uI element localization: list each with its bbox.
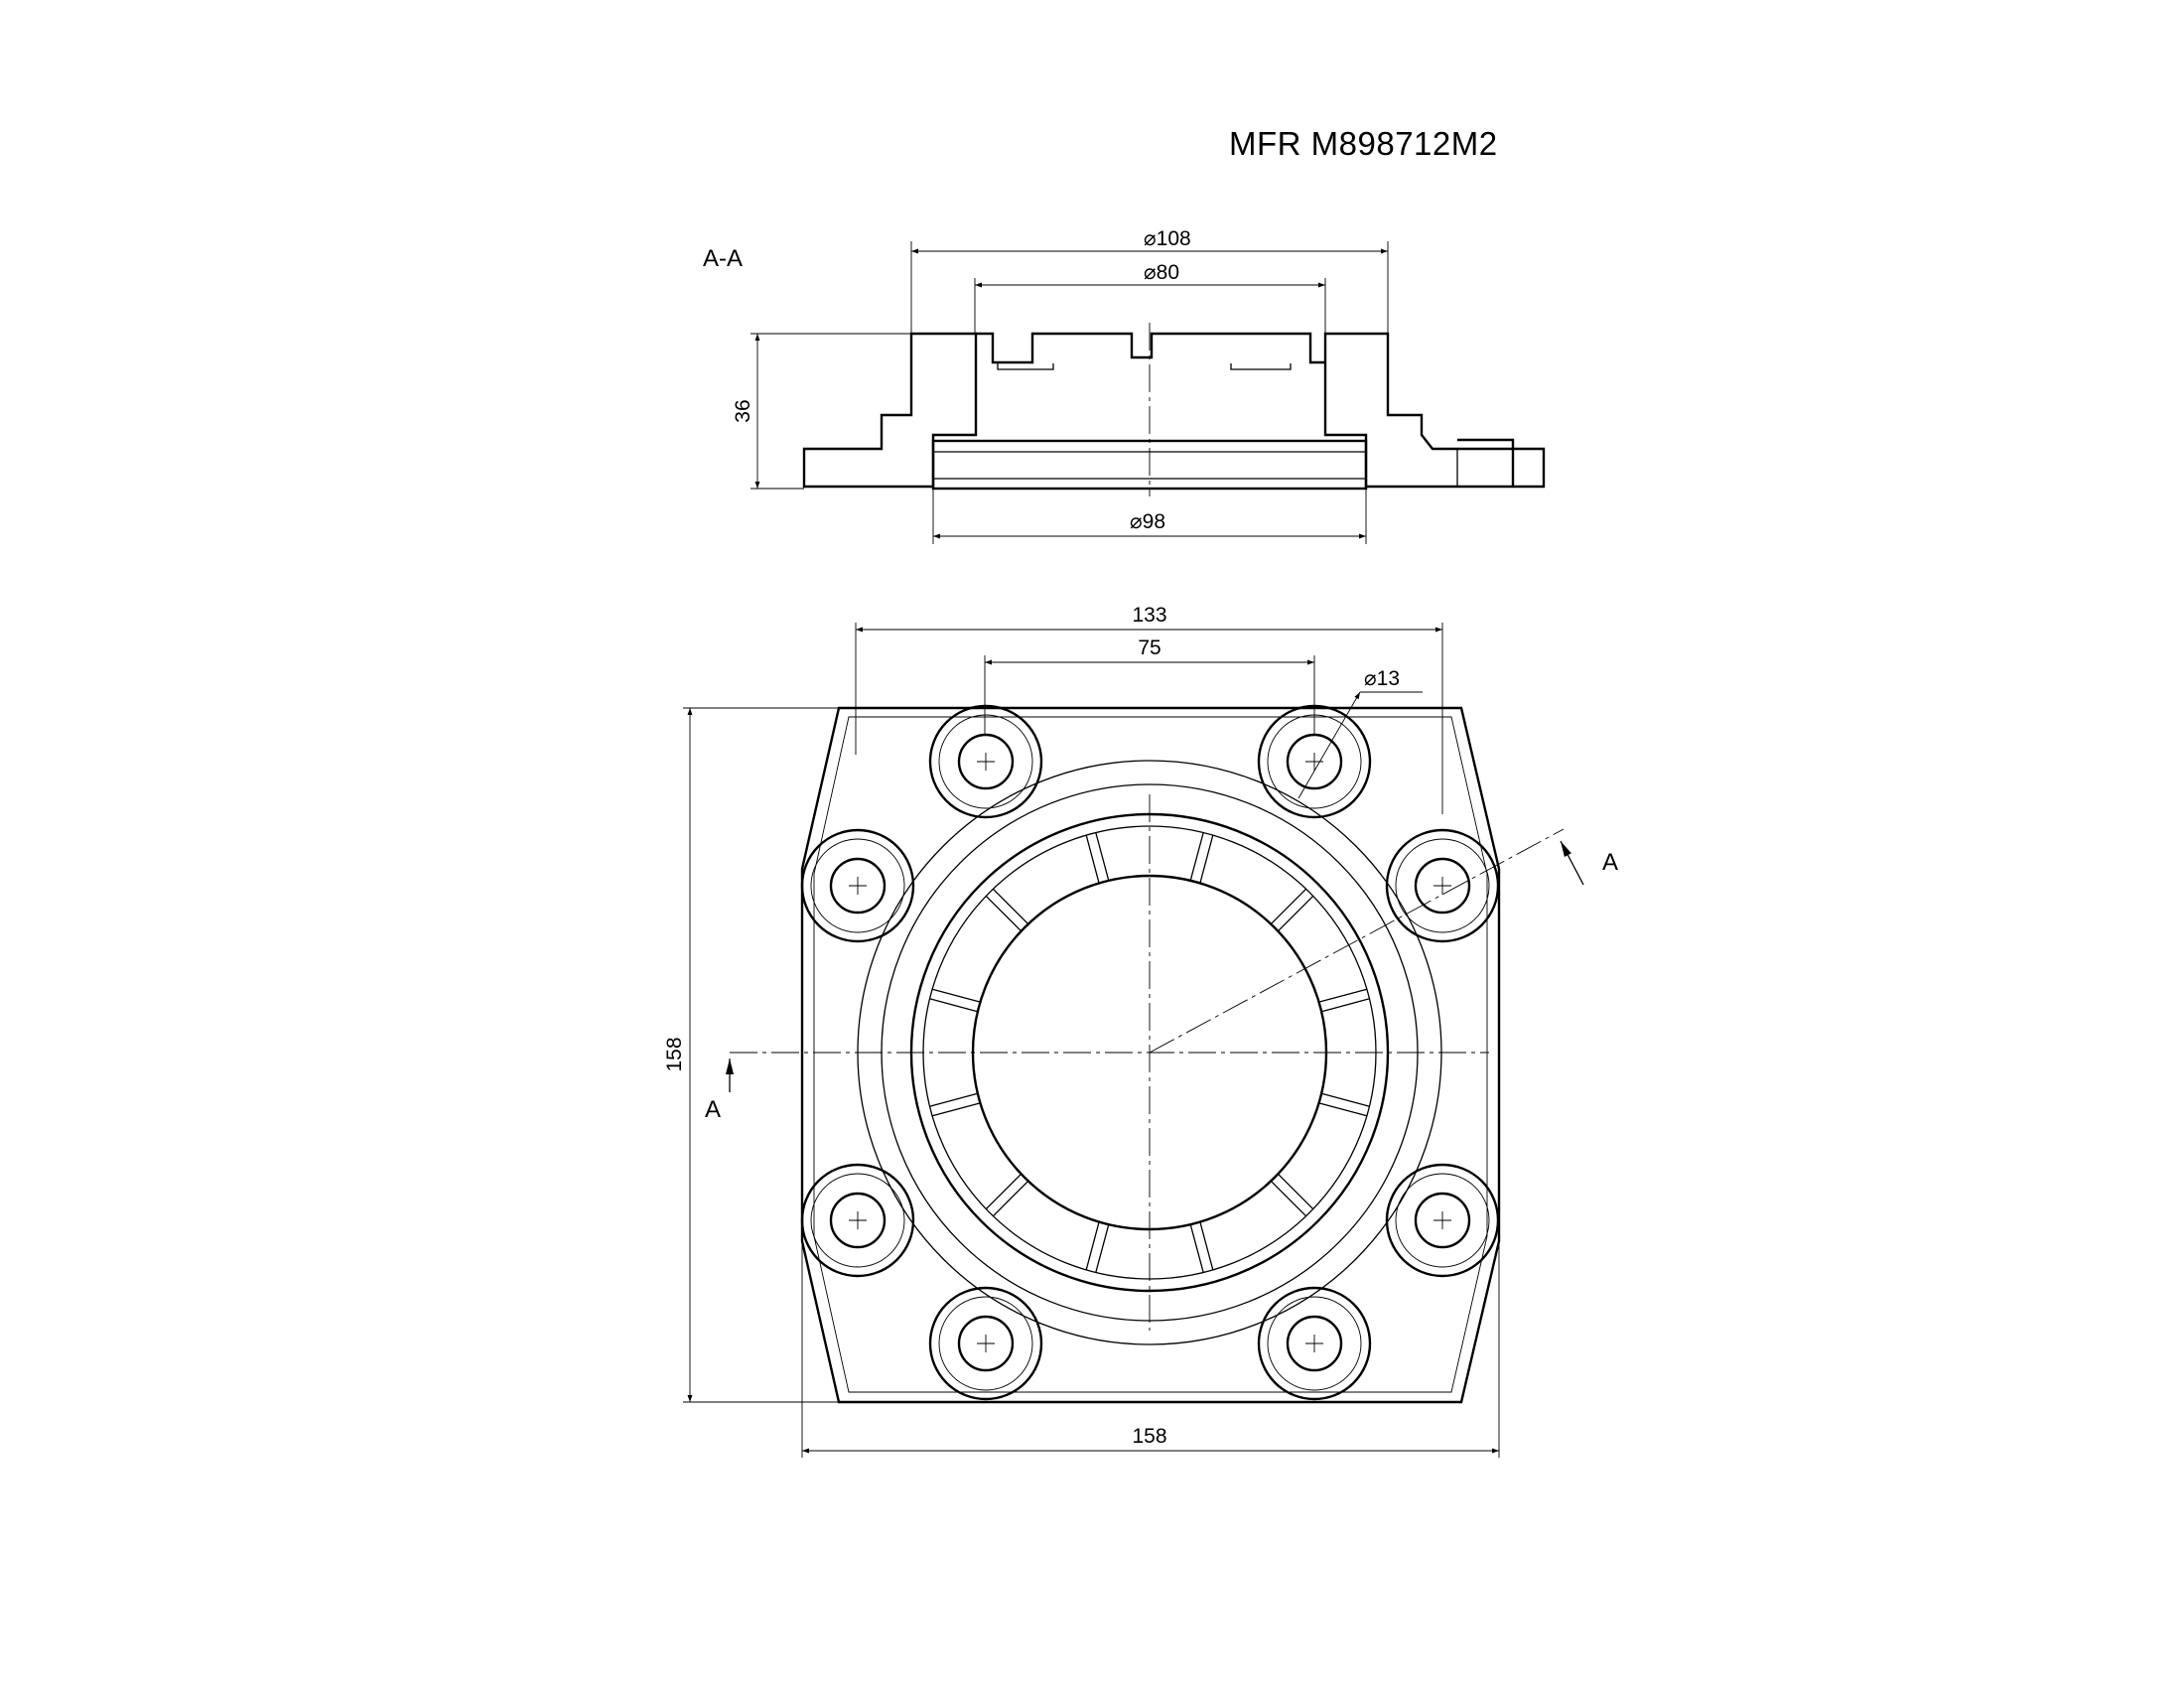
left-lug	[997, 363, 1054, 370]
dim-label-36: 36	[732, 399, 754, 422]
dim-label-158-horizontal: 158	[1132, 1425, 1166, 1448]
rib-edge	[1085, 1221, 1100, 1271]
bolt-hole	[1286, 1315, 1343, 1372]
bolt-hole	[1414, 857, 1471, 915]
bolt-bosses	[800, 704, 1500, 1401]
section-view: A-A ⌀108 ⌀80	[703, 227, 1546, 544]
rib-edge	[1189, 832, 1204, 881]
rib-edge	[1189, 1224, 1204, 1273]
rib-edge	[1270, 1180, 1307, 1217]
bolt-hole	[1414, 1192, 1471, 1249]
rib-edge	[1199, 834, 1214, 884]
rib-edge	[1270, 888, 1307, 925]
dim-label-80: ⌀80	[1144, 261, 1179, 284]
section-arrow-label-right: A	[1602, 849, 1618, 876]
rib-edge	[1085, 834, 1100, 884]
leader-13	[1297, 691, 1361, 799]
boss-outer	[800, 1163, 915, 1278]
dim-label-98: ⌀98	[1130, 510, 1165, 533]
boss-outer	[800, 828, 915, 943]
dim-label-133: 133	[1132, 604, 1166, 627]
section-label: A-A	[703, 245, 743, 272]
radial-ribs	[929, 832, 1370, 1273]
boss-fillet	[810, 838, 905, 933]
boss-fillet	[938, 714, 1033, 809]
boss-outer	[1385, 828, 1500, 943]
dim-label-75: 75	[1138, 636, 1160, 659]
rib-edge	[1199, 1221, 1214, 1271]
left-flange-section	[802, 332, 978, 489]
boss-outer	[1385, 1163, 1500, 1278]
part-number-title: MFR M898712M2	[1229, 125, 1498, 162]
top-profile	[976, 332, 1325, 364]
right-flange-section	[1323, 332, 1546, 489]
rib-edge	[985, 1173, 1023, 1210]
rib-edge	[929, 998, 978, 1013]
rib-edge	[992, 1180, 1029, 1217]
boss-fillet	[1395, 838, 1490, 933]
counterbore-hole	[1457, 438, 1515, 487]
section-line-A	[1149, 828, 1565, 1054]
rib-edge	[1277, 1173, 1314, 1210]
bolt-hole	[957, 1315, 1015, 1372]
plan-view: A A 133 75 ⌀13 158 158	[663, 604, 1618, 1458]
rib-edge	[1318, 988, 1368, 1003]
rib-edge	[1321, 998, 1370, 1013]
boss-outer	[928, 1286, 1043, 1401]
boss-fillet	[1267, 1296, 1362, 1391]
flange-outline	[800, 706, 1501, 1404]
rib-edge	[1318, 1102, 1368, 1117]
rib-edge	[931, 1102, 981, 1117]
rib-edge	[1277, 895, 1314, 932]
dim-label-108: ⌀108	[1144, 227, 1191, 250]
bolt-hole	[829, 857, 887, 915]
rib-edge	[931, 988, 981, 1003]
dim-label-158-vertical: 158	[663, 1037, 686, 1071]
rib-edge	[1095, 832, 1110, 881]
rib-edge	[1095, 1224, 1110, 1273]
bolt-hole	[829, 1192, 887, 1249]
boss-fillet	[810, 1173, 905, 1268]
bolt-hole	[957, 733, 1015, 790]
dim-label-13: ⌀13	[1364, 667, 1400, 690]
boss-outer	[1257, 1286, 1372, 1401]
boss-outer	[928, 704, 1043, 819]
boss-fillet	[1395, 1173, 1490, 1268]
rib-edge	[992, 888, 1029, 925]
rib-edge	[929, 1092, 978, 1107]
right-lug	[1230, 363, 1292, 370]
section-arrow-label-left: A	[705, 1096, 721, 1123]
rib-edge	[985, 895, 1023, 932]
boss-fillet	[938, 1296, 1033, 1391]
rib-edge	[1321, 1092, 1370, 1107]
section-arrow-right	[1560, 840, 1584, 886]
